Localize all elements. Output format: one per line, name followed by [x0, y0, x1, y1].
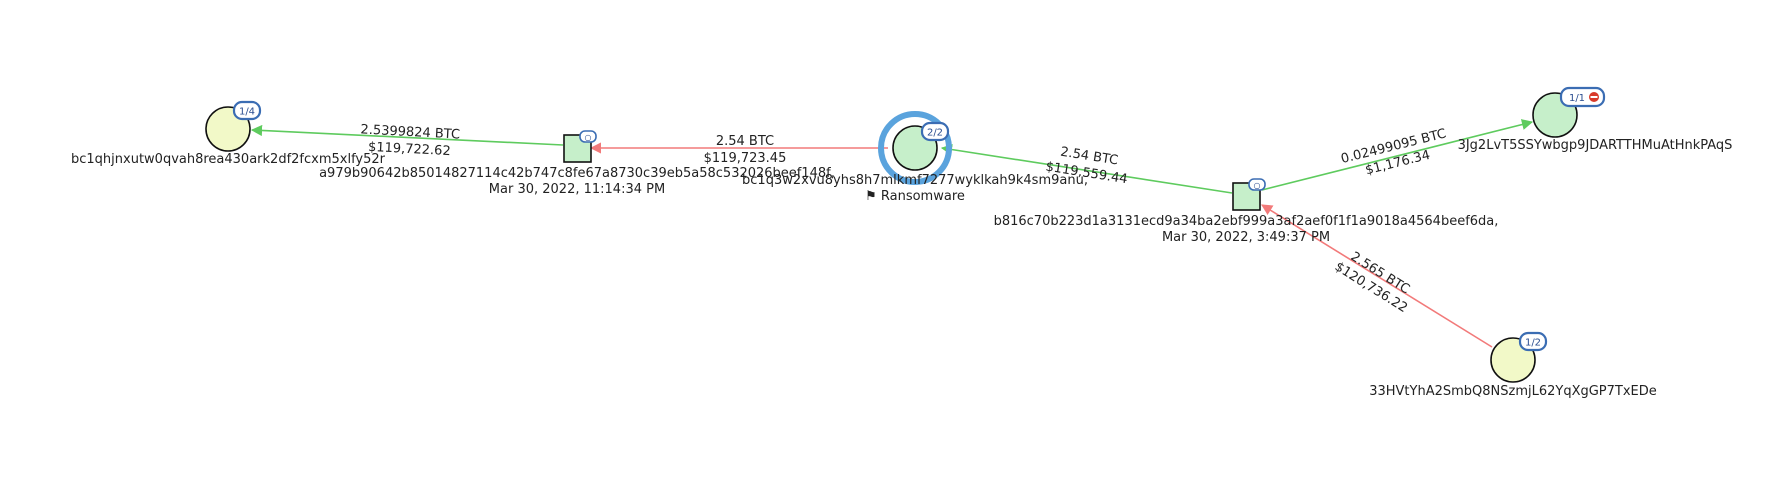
tx-badge-text: ○: [1254, 181, 1261, 190]
blocked-icon-bar: [1590, 96, 1598, 98]
transaction-hash[interactable]: a979b90642b85014827114c42b747c8fe67a8730…: [319, 166, 835, 181]
selection-ring: [878, 111, 952, 185]
transaction-node-t1[interactable]: ○ a979b90642b85014827114c42b747c8fe67a87…: [319, 130, 835, 197]
count-badge-text: 1/1: [1569, 93, 1585, 104]
tx-badge-text: ○: [585, 133, 592, 142]
edge-btc-label: 2.54 BTC: [716, 134, 774, 149]
count-badge-text: 2/2: [927, 128, 943, 139]
count-badge[interactable]: [1518, 331, 1548, 352]
address-label[interactable]: bc1qhjnxutw0qvah8rea430ark2df2fcxm5xlfy5…: [71, 152, 386, 167]
count-badge[interactable]: [232, 100, 262, 121]
address-label[interactable]: 3Jg2LvT5SSYwbgp9JDARTTHMuAtHnkPAqS: [1458, 138, 1733, 153]
edge-main-to-t1[interactable]: 2.54 BTC $119,723.45: [589, 134, 888, 166]
edge-t1-to-a1[interactable]: 2.5399824 BTC $119,722.62: [250, 122, 564, 159]
count-badge-text: 1/2: [1525, 338, 1541, 349]
address-node-a1[interactable]: 1/4 bc1qhjnxutw0qvah8rea430ark2df2fcxm5x…: [71, 100, 386, 167]
edge-btc-label: 2.5399824 BTC: [360, 122, 460, 142]
transaction-time: Mar 30, 2022, 3:49:37 PM: [1162, 230, 1330, 245]
count-badge-text: 1/4: [239, 107, 255, 118]
edge-usd-label: $119,723.45: [704, 151, 787, 166]
transaction-time: Mar 30, 2022, 11:14:34 PM: [489, 182, 665, 197]
tx-badge[interactable]: [579, 130, 597, 143]
transaction-hash[interactable]: b816c70b223d1a3131ecd9a34ba2ebf999a3af2a…: [994, 214, 1499, 229]
edge-t2-to-right[interactable]: 0.02499095 BTC $1,176.34: [1261, 119, 1534, 191]
address-label[interactable]: 33HVtYhA2SmbQ8NSzmjL62YqXgGP7TxEDe: [1369, 384, 1657, 399]
address-node-right[interactable]: 1/1 3Jg2LvT5SSYwbgp9JDARTTHMuAtHnkPAqS: [1458, 86, 1733, 153]
ransomware-tag[interactable]: ⚑ Ransomware: [865, 189, 965, 204]
transaction-square[interactable]: [563, 134, 592, 163]
edge-usd-label: $119,722.62: [368, 140, 451, 159]
address-node-main[interactable]: 2/2 bc1q3w2xvu8yhs8h7mlkmf7277wyklkah9k4…: [742, 111, 1088, 204]
address-node-bottom[interactable]: 1/2 33HVtYhA2SmbQ8NSzmjL62YqXgGP7TxEDe: [1369, 331, 1657, 399]
address-label[interactable]: bc1q3w2xvu8yhs8h7mlkmf7277wyklkah9k4sm9a…: [742, 173, 1088, 188]
tx-badge[interactable]: [1248, 178, 1266, 191]
transaction-node-t2[interactable]: ○ b816c70b223d1a3131ecd9a34ba2ebf999a3af…: [994, 178, 1499, 245]
count-badge[interactable]: [920, 121, 950, 142]
